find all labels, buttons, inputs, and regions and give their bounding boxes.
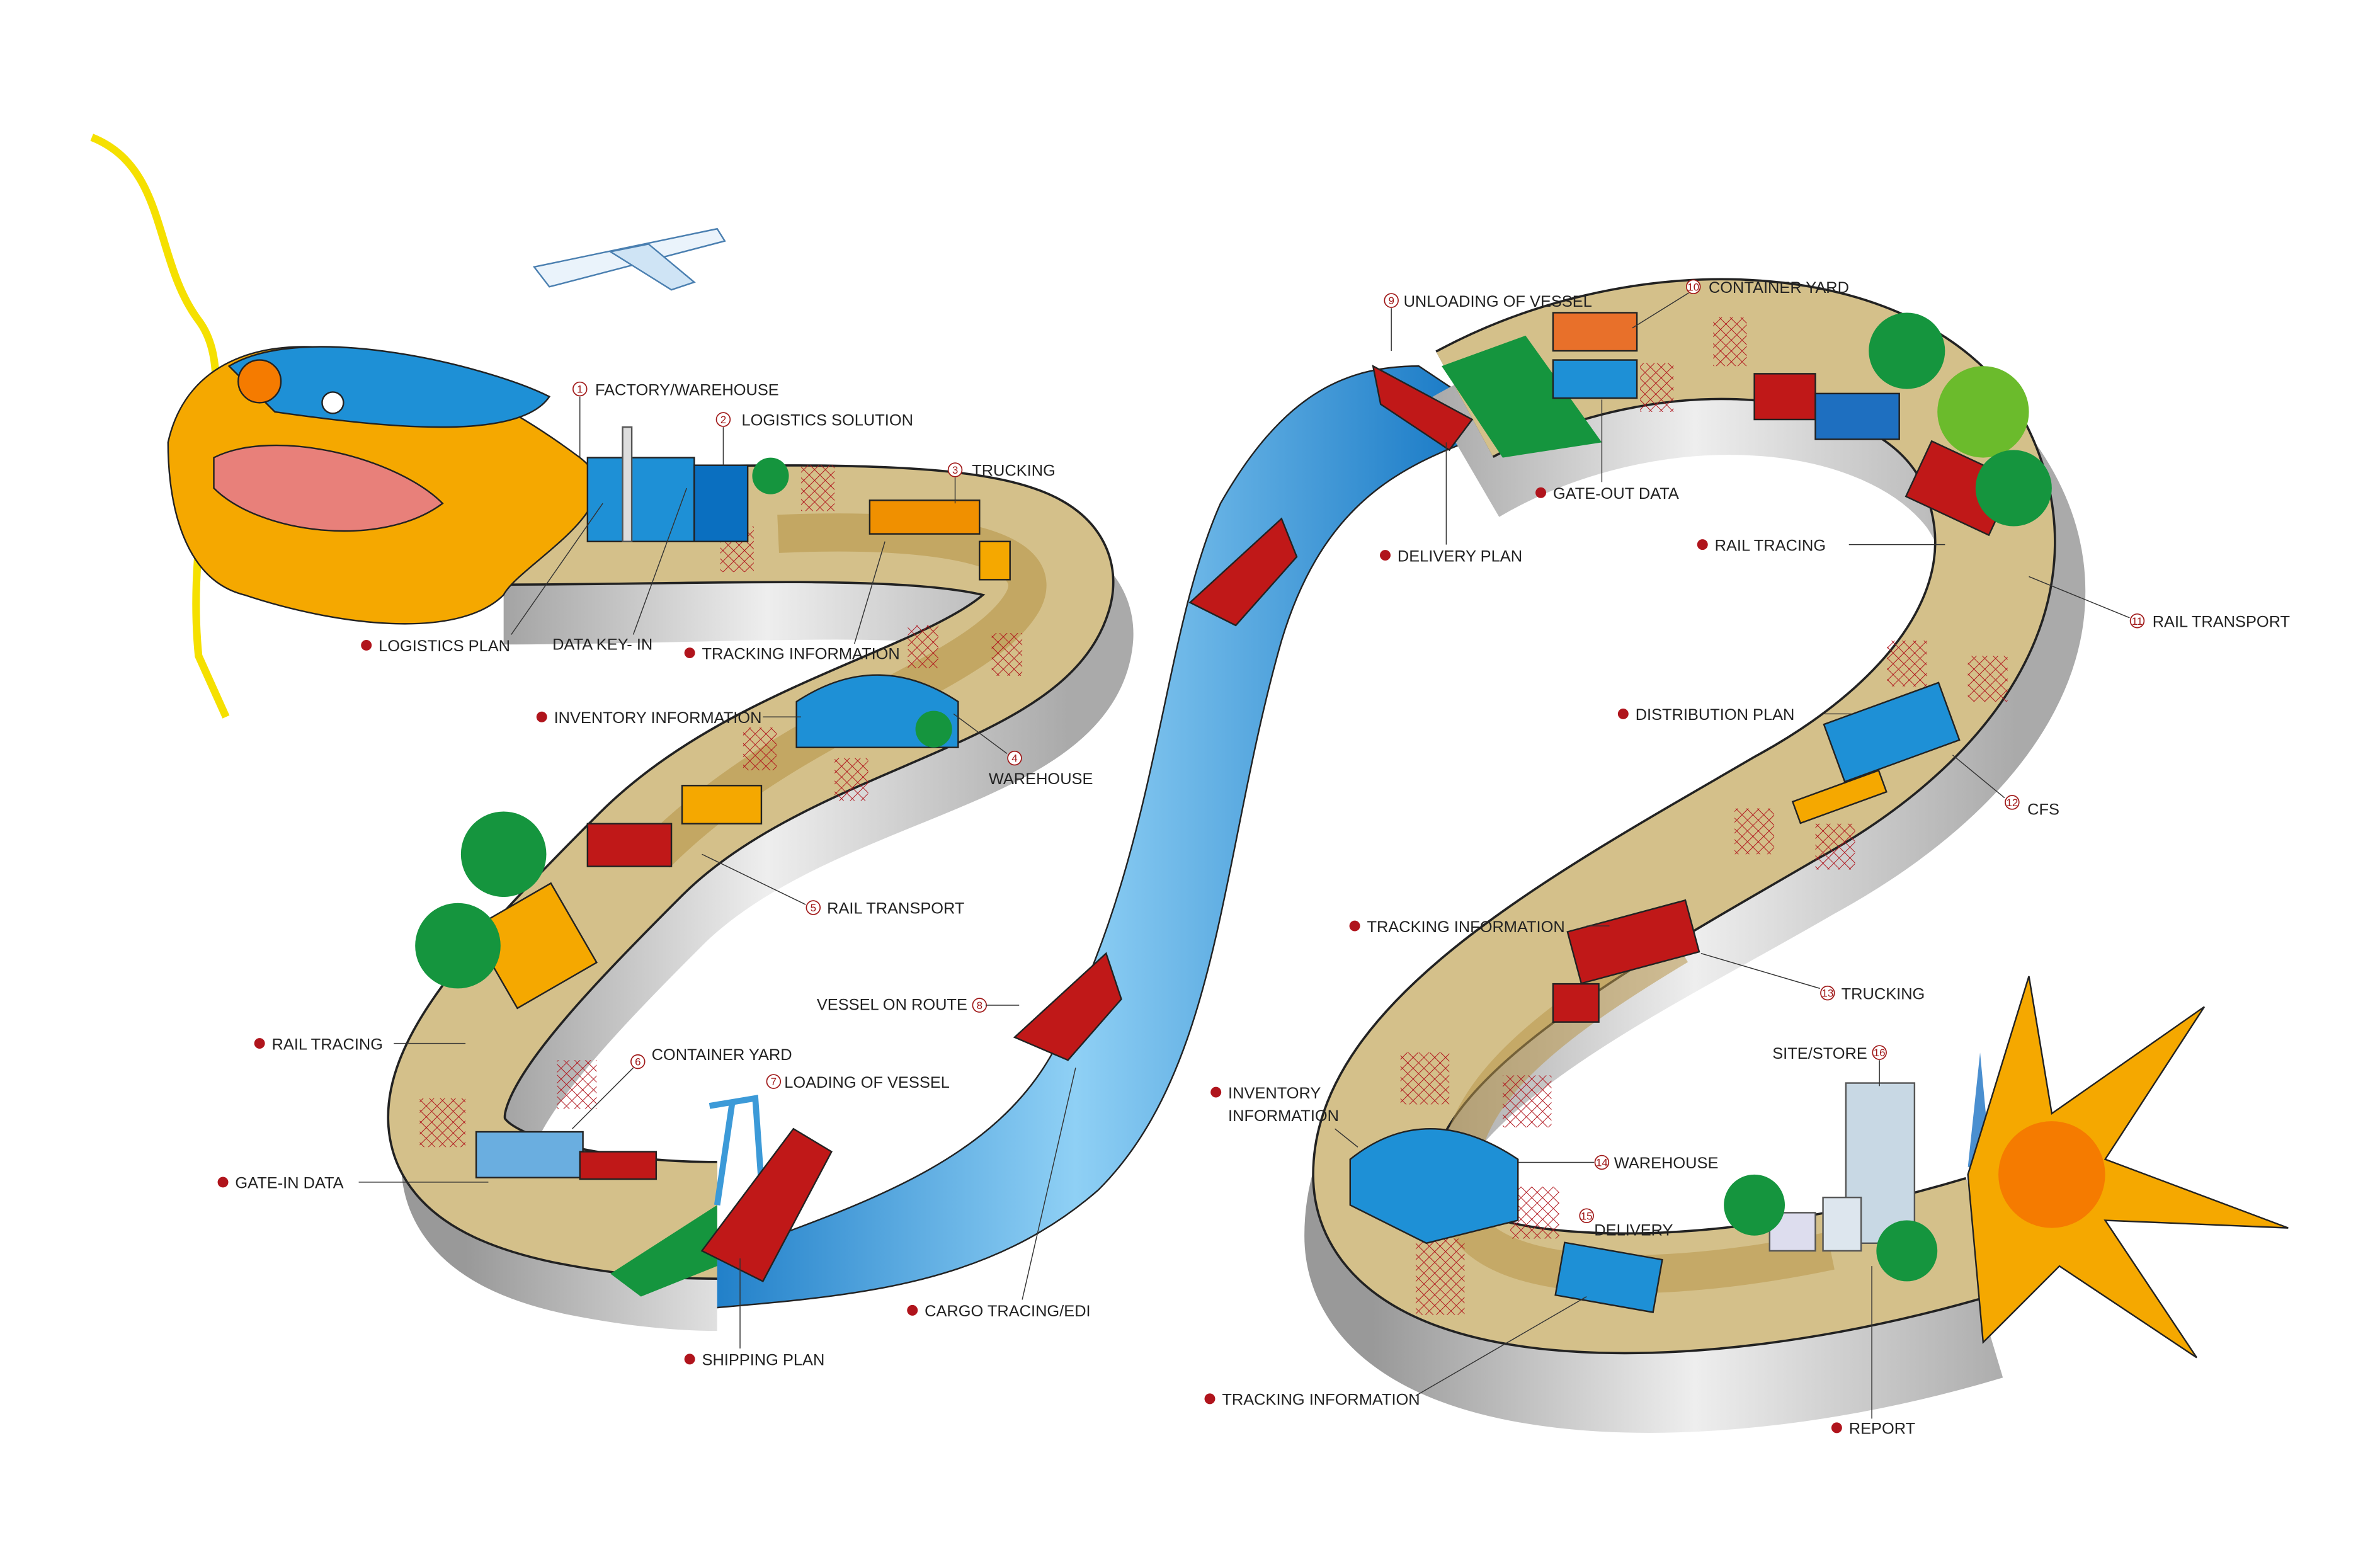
step-2-label: LOGISTICS SOLUTION xyxy=(741,412,913,430)
info-rail-tracing-2: RAIL TRACING xyxy=(1715,537,1826,554)
step-3-label: TRUCKING xyxy=(972,462,1056,480)
info-distribution-plan: DISTRIBUTION PLAN xyxy=(1636,706,1795,724)
step-15: 15 xyxy=(1579,1208,1594,1223)
svg-text:15: 15 xyxy=(1581,1210,1593,1222)
step-14: 14 xyxy=(1594,1154,1610,1170)
factory-building-icon xyxy=(586,426,749,542)
info-shipping-plan: SHIPPING PLAN xyxy=(702,1352,825,1369)
svg-text:10: 10 xyxy=(1687,281,1699,293)
step-7-label: LOADING OF VESSEL xyxy=(784,1074,950,1092)
svg-text:11: 11 xyxy=(2132,615,2143,627)
svg-text:9: 9 xyxy=(1388,295,1394,307)
info-gate-in-data: GATE-IN DATA xyxy=(235,1175,343,1192)
step-10-label: CONTAINER YARD xyxy=(1709,279,1849,297)
step-7: 7 xyxy=(766,1074,782,1089)
svg-text:8: 8 xyxy=(977,1000,982,1012)
info-report: REPORT xyxy=(1849,1420,1915,1438)
svg-text:3: 3 xyxy=(952,464,958,476)
crane-icon xyxy=(709,1095,766,1206)
cargo-ship-icon xyxy=(700,364,1474,1282)
svg-text:13: 13 xyxy=(1821,988,1833,1000)
info-logistics-plan: LOGISTICS PLAN xyxy=(379,637,510,655)
info-tracking-information-3: TRACKING INFORMATION xyxy=(1222,1391,1420,1409)
step-1-label: FACTORY/WAREHOUSE xyxy=(595,381,779,399)
step-5-label: RAIL TRANSPORT xyxy=(827,900,964,918)
truck-icon xyxy=(868,499,1011,581)
step-2: 2 xyxy=(715,412,731,427)
warehouse-icon xyxy=(1349,1127,1519,1245)
step-4: 4 xyxy=(1007,750,1022,766)
step-10: 10 xyxy=(1685,279,1701,295)
step-8: 8 xyxy=(972,998,988,1013)
step-16-label: SITE/STORE xyxy=(1772,1045,1867,1063)
info-delivery-plan: DELIVERY PLAN xyxy=(1398,547,1522,565)
info-inventory-information-2-line1: INVENTORY xyxy=(1228,1085,1321,1102)
info-tracking-information: TRACKING INFORMATION xyxy=(702,645,900,663)
svg-text:14: 14 xyxy=(1596,1157,1608,1169)
step-12: 12 xyxy=(2005,795,2020,810)
step-1: 1 xyxy=(572,381,588,397)
step-15-label: DELIVERY xyxy=(1594,1222,1673,1240)
dragon-head-icon xyxy=(90,134,598,719)
step-13-label: TRUCKING xyxy=(1842,985,1925,1003)
svg-text:16: 16 xyxy=(1874,1047,1886,1059)
step-5: 5 xyxy=(806,900,821,915)
svg-text:1: 1 xyxy=(577,384,583,396)
step-16: 16 xyxy=(1872,1045,1887,1060)
svg-text:4: 4 xyxy=(1011,753,1017,765)
step-6: 6 xyxy=(630,1054,646,1069)
step-14-label: WAREHOUSE xyxy=(1614,1154,1719,1172)
train-icon xyxy=(470,785,763,1010)
step-11-label: RAIL TRANSPORT xyxy=(2153,613,2290,630)
leader-lines xyxy=(358,292,2130,1419)
step-13: 13 xyxy=(1820,985,1835,1001)
sun-icon xyxy=(1967,976,2289,1359)
step-9: 9 xyxy=(1384,293,1399,308)
svg-text:5: 5 xyxy=(811,902,816,914)
step-6-label: CONTAINER YARD xyxy=(652,1046,792,1064)
svg-text:6: 6 xyxy=(635,1056,641,1068)
step-3: 3 xyxy=(947,462,963,477)
info-rail-tracing: RAIL TRACING xyxy=(272,1035,383,1053)
truck-icon xyxy=(1552,899,1700,1023)
svg-text:7: 7 xyxy=(771,1076,777,1088)
svg-text:12: 12 xyxy=(2006,797,2018,809)
info-tracking-information-2: TRACKING INFORMATION xyxy=(1367,918,1564,936)
step-12-label: CFS xyxy=(2027,801,2059,818)
step-11: 11 xyxy=(2129,613,2145,629)
delivery-van-icon xyxy=(1554,1241,1663,1313)
info-cargo-tracing-edi: CARGO TRACING/EDI xyxy=(925,1303,1091,1320)
info-inventory-information: INVENTORY INFORMATION xyxy=(554,709,762,727)
cfs-containers-icon xyxy=(1791,681,1961,824)
container-yard-icon xyxy=(1552,312,1638,399)
step-9-label: UNLOADING OF VESSEL xyxy=(1404,293,1592,311)
step-4-label: WAREHOUSE xyxy=(989,770,1093,788)
svg-text:2: 2 xyxy=(720,414,726,426)
info-data-key-in: DATA KEY- IN xyxy=(552,636,652,654)
container-stack-icon xyxy=(475,1131,658,1180)
step-labels: 1 FACTORY/WAREHOUSE 2 LOGISTICS SOLUTION 3… xyxy=(572,279,2290,1240)
trees-icon xyxy=(415,312,2052,1282)
step-8-label: VESSEL ON ROUTE xyxy=(817,996,967,1013)
airplane-icon xyxy=(532,227,726,291)
info-inventory-information-2-line2: INFORMATION xyxy=(1228,1107,1339,1125)
info-gate-out-data: GATE-OUT DATA xyxy=(1553,485,1679,503)
info-labels: LOGISTICS PLAN DATA KEY- IN TRACKING INF… xyxy=(217,485,1915,1438)
